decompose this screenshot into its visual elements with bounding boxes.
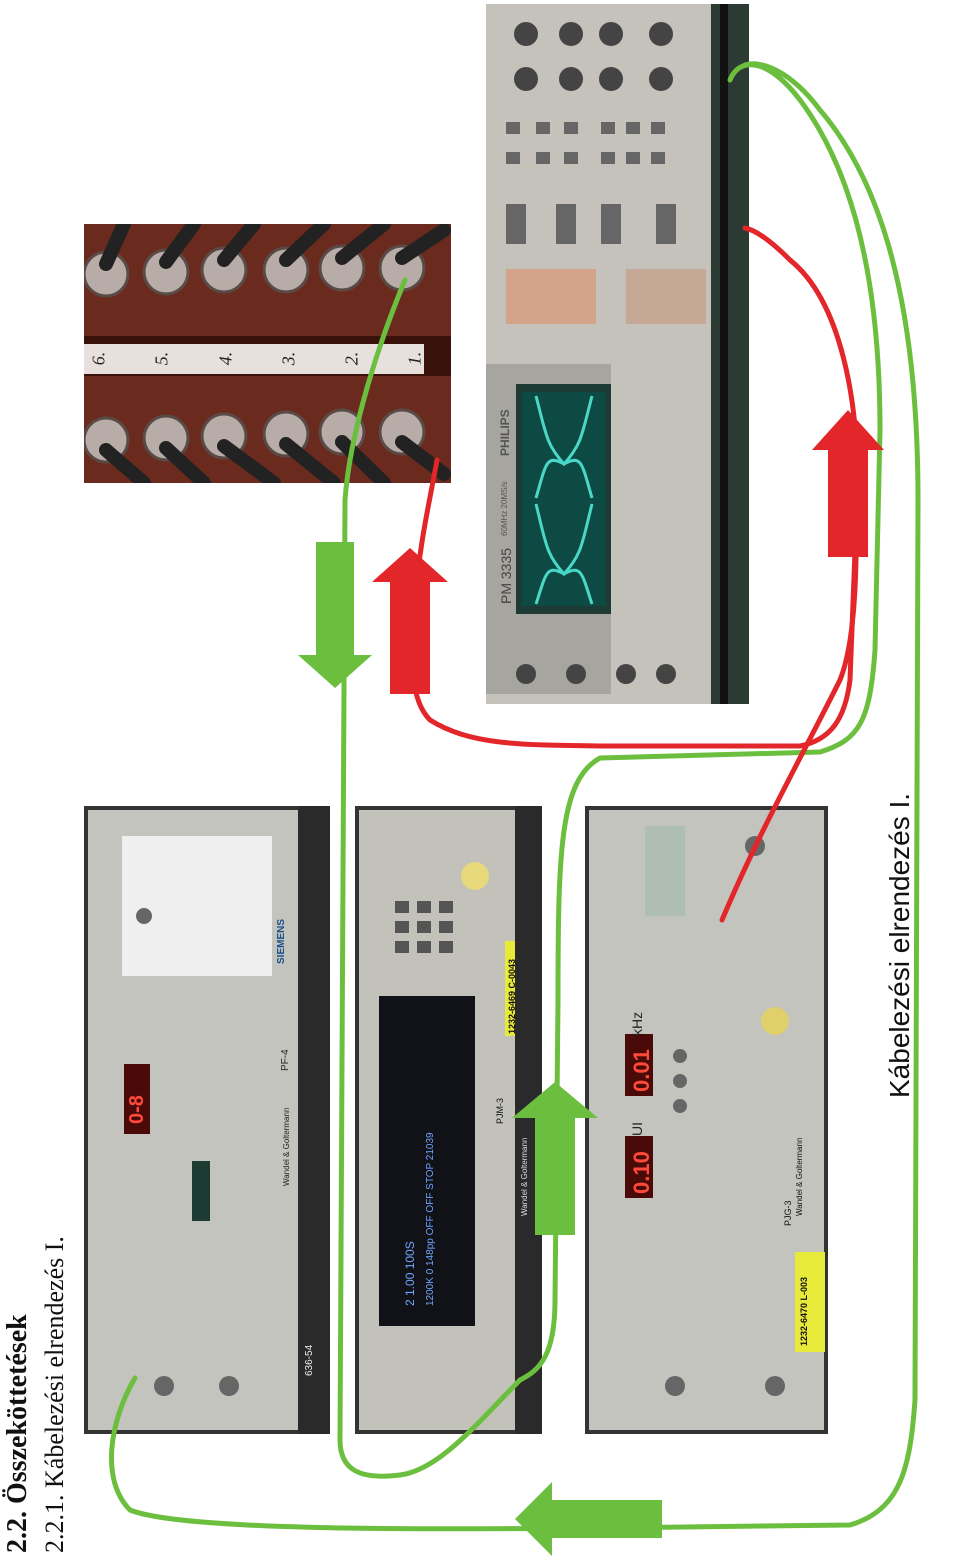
pjg3-illustration bbox=[585, 806, 828, 1434]
pjm3-maker: Wandel & Goltermann bbox=[520, 1137, 529, 1216]
red-arrow-up bbox=[812, 410, 884, 557]
figure-caption: Kábelezési elrendezés I. bbox=[884, 792, 915, 1098]
pf4-display: 0-8 bbox=[126, 1095, 148, 1124]
pf4-model: PF-4 bbox=[280, 1049, 291, 1071]
pf4-illustration bbox=[84, 806, 330, 1434]
connector-label: 3. bbox=[278, 351, 299, 366]
connector-label: 1. bbox=[404, 351, 425, 366]
oscilloscope-illustration bbox=[486, 4, 749, 704]
pjm3-screen-row1: 2 1.00 100S bbox=[403, 1241, 417, 1306]
pf4-instrument-photo: 0-8 SIEMENS PF-4 Wandel & Goltermann 636… bbox=[84, 806, 330, 1434]
pjg3-freq-display: 0.01 bbox=[629, 1049, 654, 1092]
pjg3-maker: Wandel & Goltermann bbox=[795, 1137, 804, 1216]
oscilloscope-spec: 60MHz 20MS/s bbox=[500, 481, 509, 536]
section-heading: 2.2. Összeköttetések bbox=[2, 1314, 33, 1553]
connector-label: 5. bbox=[151, 351, 172, 366]
pjm3-model: PJM-3 bbox=[495, 1097, 505, 1124]
connector-label: 2. bbox=[341, 351, 362, 366]
pjg3-freq-unit: kHz bbox=[629, 1011, 645, 1036]
subsection-heading: 2.2.1. Kábelezési elrendezés I. bbox=[40, 1236, 69, 1553]
green-arrow-down bbox=[298, 542, 372, 688]
pjg3-label: 1232-6470 L-003 bbox=[799, 1276, 809, 1346]
red-arrow-up bbox=[372, 548, 448, 694]
pf4-maker: Wandel & Goltermann bbox=[282, 1107, 291, 1186]
pjg3-instrument-photo: 0.01 kHz 0.10 UI 1232-6470 L-003 PJG-3 W… bbox=[585, 806, 828, 1434]
pjg3-ui-display: 0.10 bbox=[629, 1151, 654, 1194]
pjm3-label: 1232-6469 C-0043 bbox=[507, 958, 517, 1034]
oscilloscope-brand: PHILIPS bbox=[498, 409, 512, 456]
pjm3-illustration bbox=[355, 806, 542, 1434]
pjm3-screen-row2: 1200K 0 148pp OFF OFF STOP 21039 bbox=[425, 1132, 436, 1306]
connector-label: 4. bbox=[214, 351, 235, 366]
oscilloscope-model: PM 3335 bbox=[498, 547, 514, 604]
pjg3-model: PJG-3 bbox=[783, 1200, 793, 1226]
pf4-printer-brand: SIEMENS bbox=[276, 918, 287, 964]
oscilloscope-photo: PHILIPS PM 3335 60MHz 20MS/s bbox=[486, 4, 749, 704]
connector-label: 6. bbox=[88, 351, 109, 366]
pjm3-instrument-photo: 2 1.00 100S 1200K 0 148pp OFF OFF STOP 2… bbox=[355, 806, 542, 1434]
green-arrow-left bbox=[515, 1482, 662, 1556]
connector-panel-photo: 6. 5. 4. 3. 2. 1. bbox=[84, 224, 451, 483]
pf4-serial: 636-54 bbox=[304, 1344, 315, 1376]
pjg3-ui-unit: UI bbox=[629, 1122, 645, 1136]
